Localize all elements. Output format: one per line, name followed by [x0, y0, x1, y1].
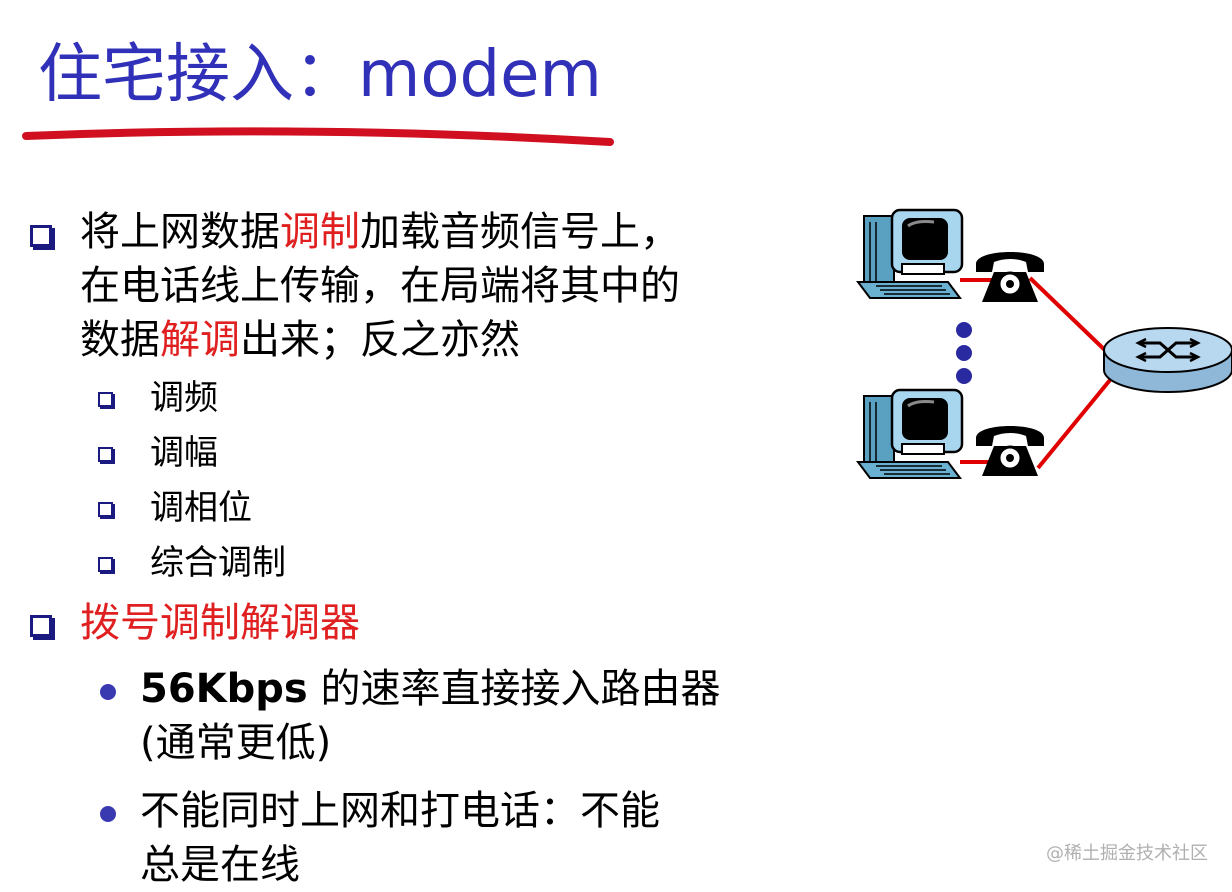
sub-item-4: 综合调制	[150, 543, 286, 583]
link-line	[1036, 378, 1112, 470]
dot-item-1-text: 的速率直接接入路由器	[307, 666, 721, 712]
ellipsis-dot	[956, 322, 972, 338]
bullet-1-line-3: 数据解调出来；反之亦然	[80, 313, 520, 367]
title-underline	[22, 127, 614, 146]
computer-icon	[856, 388, 964, 479]
telephone-icon	[976, 252, 1044, 302]
ellipsis-dot	[956, 368, 972, 384]
speed-value: 56Kbps	[140, 666, 308, 712]
bullet-2-heading: 拨号调制解调器	[80, 600, 360, 646]
dot-item-2-line-2: 总是在线	[140, 842, 300, 888]
dot-bullet	[100, 806, 116, 822]
sub-bullet-square	[98, 447, 113, 462]
bullet-1-text: 出来；反之亦然	[240, 317, 520, 363]
bullet-square	[30, 225, 52, 247]
sub-bullet-square	[98, 392, 113, 407]
router-icon	[1103, 327, 1232, 393]
sub-item-2: 调幅	[150, 433, 218, 473]
computer-icon	[856, 208, 964, 299]
bullet-1-text: 数据	[80, 317, 160, 363]
dot-item-2-line-1: 不能同时上网和打电话：不能	[140, 788, 660, 834]
bullet-square	[30, 615, 52, 637]
sub-bullet-square	[98, 557, 113, 572]
sub-bullet-square	[98, 502, 113, 517]
bullet-1-text: 加载音频信号上，	[360, 209, 680, 255]
emphasis-modulate: 调制	[280, 209, 360, 255]
sub-item-1: 调频	[150, 378, 218, 418]
sub-item-3: 调相位	[150, 488, 252, 528]
emphasis-demodulate: 解调	[160, 317, 240, 363]
dot-item-1-line-1: 56Kbps 的速率直接接入路由器	[140, 662, 720, 716]
watermark: @稀土掘金技术社区	[1046, 843, 1208, 864]
telephone-icon	[976, 426, 1044, 476]
dot-item-1-line-2: (通常更低)	[140, 720, 332, 766]
bullet-1-text: 将上网数据	[80, 209, 280, 255]
dot-bullet	[100, 684, 116, 700]
link-line	[1028, 276, 1112, 357]
network-diagram	[856, 208, 1232, 479]
slide-title: 住宅接入：modem	[38, 38, 602, 112]
bullet-1-line-1: 将上网数据调制加载音频信号上，	[80, 205, 680, 259]
bullet-1-line-2: 在电话线上传输，在局端将其中的	[80, 263, 680, 309]
ellipsis-dot	[956, 345, 972, 361]
